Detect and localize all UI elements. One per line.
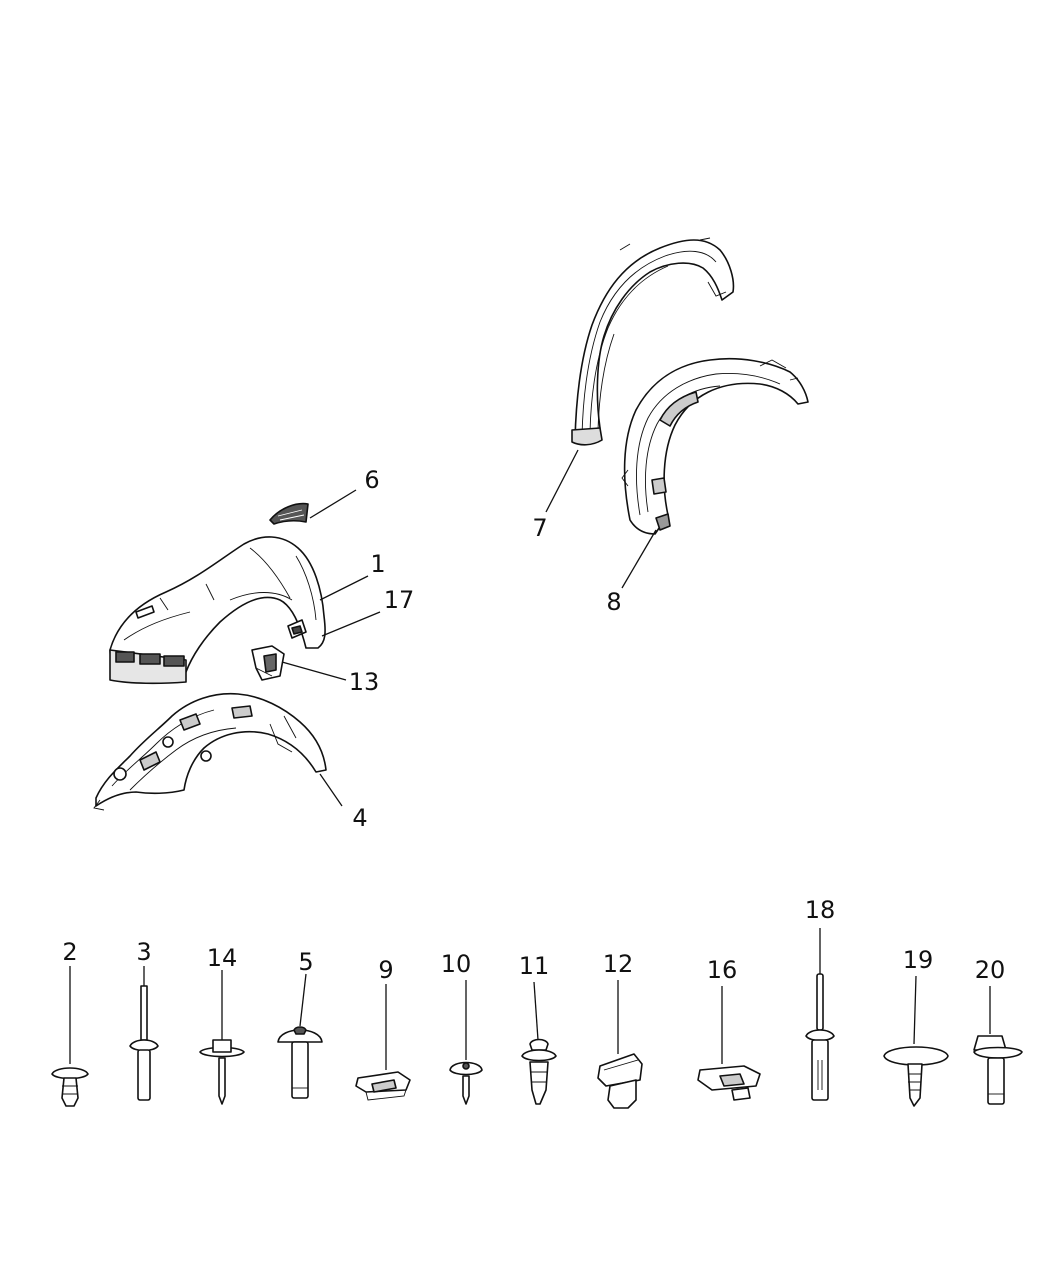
callout-label-4: 4 [352,804,367,832]
hex-washer-screw [199,970,245,1105]
callout-label-8: 8 [606,588,621,616]
push-pin-fastener [51,966,89,1107]
callout-label-16: 16 [707,956,738,984]
u-nut-clip [355,984,411,1101]
fender-bracket [251,645,285,681]
callout-label-12: 12 [603,950,634,978]
callout-label-6: 6 [364,466,379,494]
push-retainer-clip [521,981,557,1105]
fender-flare-clip [287,619,307,639]
callout-label-7: 7 [532,514,547,542]
front-wheelhouse-liner [93,692,327,811]
fender-ornament [269,502,309,525]
callout-label-5: 5 [298,948,313,976]
rear-fender-flare [571,237,735,446]
callout-label-2: 2 [62,938,77,966]
callout-label-18: 18 [805,896,836,924]
callout-label-10: 10 [441,950,472,978]
callout-label-1: 1 [370,550,385,578]
spring-nut-clip [697,986,761,1101]
callout-label-17: 17 [384,586,415,614]
callout-label-11: 11 [519,952,550,980]
callout-label-3: 3 [136,938,151,966]
rear-wheelhouse-liner [621,357,809,535]
front-fender-flare [109,536,326,685]
nut-retainer [597,980,643,1109]
callout-label-9: 9 [378,956,393,984]
callout-label-20: 20 [975,956,1006,984]
dome-head-bolt [277,973,323,1099]
blind-rivet [129,966,159,1101]
callout-label-19: 19 [903,946,934,974]
long-blind-rivet [805,928,835,1101]
callout-label-14: 14 [207,944,238,972]
pan-head-screw [449,980,483,1105]
large-washer-screw [883,975,949,1107]
callout-label-13: 13 [349,668,380,696]
hex-flange-bolt [973,986,1023,1105]
